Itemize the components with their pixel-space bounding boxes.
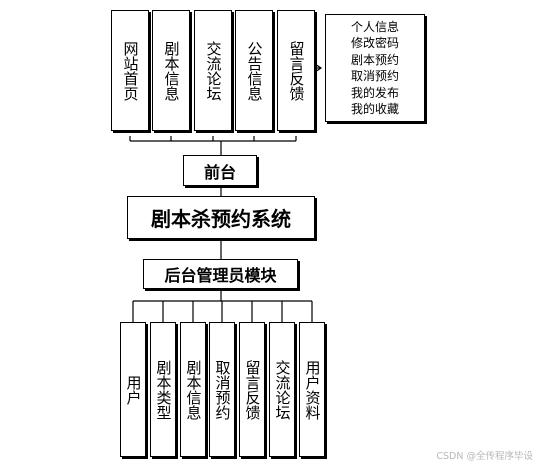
module-script-type: 剧本类型 [150,322,176,457]
module-script-info-front: 剧本信息 [152,10,190,131]
module-script-info-front-label: 剧本信息 [162,40,181,101]
module-script-info-back: 剧本信息 [180,322,206,457]
backend-admin-label: 后台管理员模块 [164,266,277,285]
module-script-info-back-label: 剧本信息 [184,359,203,420]
system-title: 剧本杀预约系统 [151,207,291,231]
module-script-type-label: 剧本类型 [154,359,173,420]
user-submenu-box: 个人信息 修改密码 剧本预约 取消预约 我的发布 我的收藏 [325,14,425,122]
module-website-home: 网站首页 [111,10,149,131]
module-feedback-back: 留言反馈 [239,322,265,457]
module-feedback-back-label: 留言反馈 [243,359,262,420]
submenu-item-change-password: 修改密码 [350,36,399,50]
module-user-profile-label: 用户资料 [303,359,322,420]
module-users: 用户 [120,322,146,457]
module-forum-back: 交流论坛 [269,322,295,457]
frontend-node-label: 前台 [203,162,236,182]
system-title-node: 剧本杀预约系统 [127,196,315,239]
module-user-profile: 用户资料 [299,322,325,457]
module-forum-back-label: 交流论坛 [273,359,292,420]
module-forum-front-label: 交流论坛 [204,40,223,101]
submenu-item-cancel-booking: 取消预约 [350,69,399,83]
submenu-item-my-favorites: 我的收藏 [350,102,399,116]
module-announcement: 公告信息 [235,10,273,131]
submenu-item-my-posts: 我的发布 [350,85,399,100]
submenu-item-script-booking: 剧本预约 [350,52,399,67]
frontend-node: 前台 [183,155,257,186]
module-forum-front: 交流论坛 [194,10,232,131]
module-feedback-front-label: 留言反馈 [287,40,306,101]
module-website-home-label: 网站首页 [121,40,140,101]
module-feedback-front: 留言反馈 [277,10,315,131]
module-announcement-label: 公告信息 [245,40,264,101]
submenu-item-personal-info: 个人信息 [350,19,399,34]
watermark: CSDN @全传程序毕设 [436,451,533,462]
module-cancel-booking-label: 取消预约 [213,359,232,420]
module-users-label: 用户 [124,374,143,405]
module-cancel-booking: 取消预约 [209,322,235,457]
backend-admin-node: 后台管理员模块 [143,259,298,289]
